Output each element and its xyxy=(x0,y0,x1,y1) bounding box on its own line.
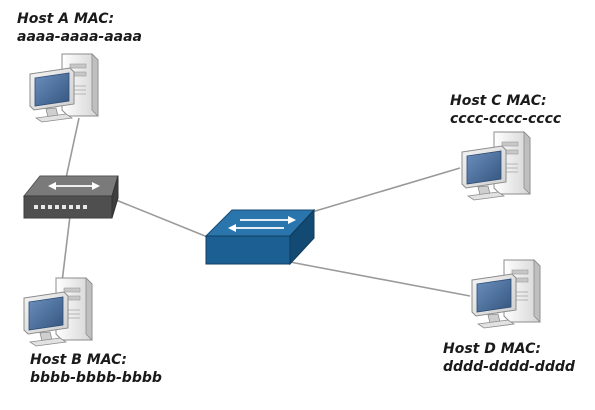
link-hub-switch xyxy=(115,199,211,239)
link-hub-host-a xyxy=(65,117,80,179)
host-c-mac: cccc-cccc-cccc xyxy=(450,111,562,127)
host-a-label: Host A MAC: aaaa-aaaa-aaaa xyxy=(17,10,142,46)
host-b-name: Host B MAC: xyxy=(30,352,127,368)
host-c-name: Host C MAC: xyxy=(450,93,547,109)
host-c-label: Host C MAC: cccc-cccc-cccc xyxy=(450,92,561,128)
host-d-name: Host D MAC: xyxy=(443,341,541,357)
host-d-computer-icon xyxy=(471,259,541,329)
host-a-computer-icon xyxy=(29,53,99,123)
links xyxy=(61,117,471,297)
host-d-mac: dddd-dddd-dddd xyxy=(443,359,575,375)
host-a-mac: aaaa-aaaa-aaaa xyxy=(17,29,142,45)
hub-icon xyxy=(22,175,119,219)
host-b-computer-icon xyxy=(23,277,93,347)
host-b-mac: bbbb-bbbb-bbbb xyxy=(30,370,162,386)
host-d-label: Host D MAC: dddd-dddd-dddd xyxy=(443,340,575,376)
host-c-computer-icon xyxy=(461,131,531,201)
link-switch-host-c xyxy=(311,167,461,213)
link-switch-host-d xyxy=(289,261,471,297)
host-a-name: Host A MAC: xyxy=(17,11,115,27)
host-b-label: Host B MAC: bbbb-bbbb-bbbb xyxy=(30,351,162,387)
link-hub-host-b xyxy=(61,215,71,283)
network-switch-icon xyxy=(204,208,316,266)
